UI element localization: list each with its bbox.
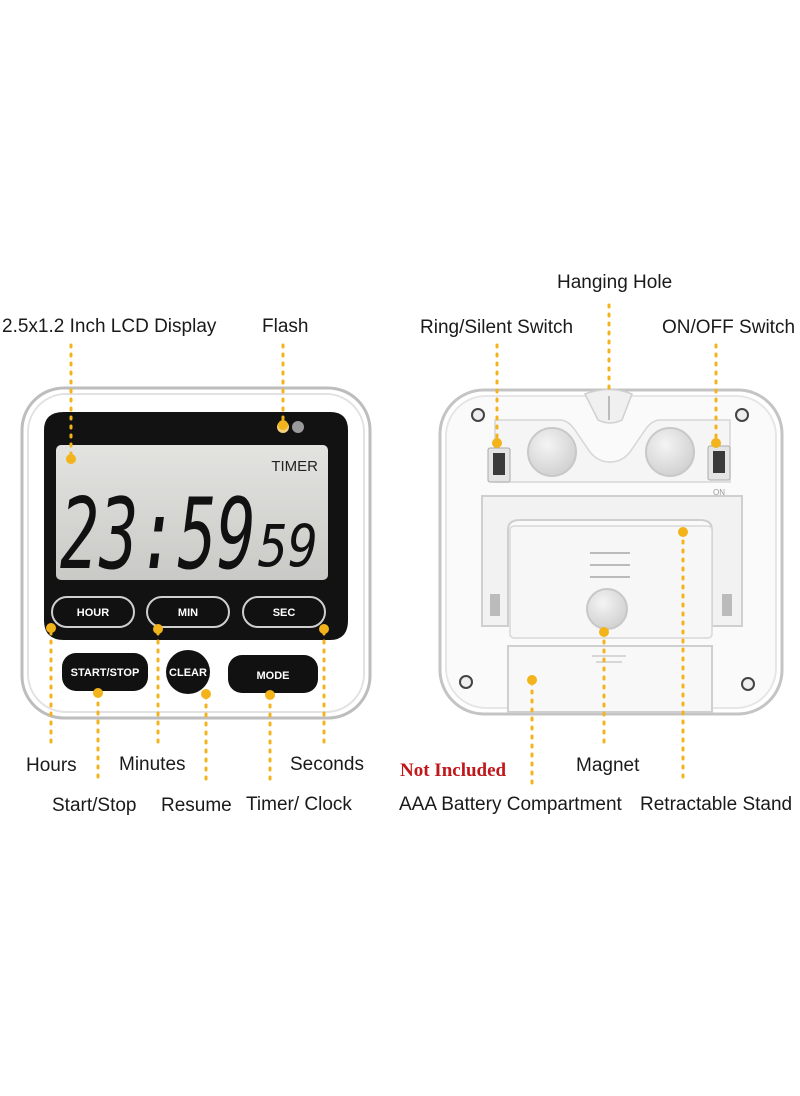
label-lcd-display: 2.5x1.2 Inch LCD Display	[2, 316, 217, 337]
svg-text:MODE: MODE	[257, 670, 290, 682]
svg-text:HOUR: HOUR	[77, 607, 109, 619]
lcd-seconds-digits: 59	[258, 512, 318, 580]
back-timer: ON	[438, 388, 784, 716]
label-minutes: Minutes	[119, 754, 186, 775]
knob	[645, 427, 695, 477]
knob	[527, 427, 577, 477]
label-hours: Hours	[26, 755, 77, 776]
callout-dots	[46, 420, 721, 700]
min-button[interactable]: MIN	[146, 596, 230, 628]
label-hanging-hole: Hanging Hole	[557, 272, 673, 293]
mode-button[interactable]: MODE	[228, 655, 318, 693]
label-flash: Flash	[262, 316, 309, 337]
start-stop-button[interactable]: START/STOP	[62, 653, 148, 691]
label-start-stop: Start/Stop	[52, 795, 137, 816]
label-battery-compartment: AAA Battery Compartment	[399, 794, 622, 815]
label-resume: Resume	[161, 795, 232, 816]
screw-icon	[735, 408, 749, 422]
lcd-display	[56, 445, 328, 580]
svg-text:MIN: MIN	[178, 607, 198, 619]
screw-icon	[471, 408, 485, 422]
label-seconds: Seconds	[290, 754, 364, 775]
svg-text:CLEAR: CLEAR	[169, 667, 207, 679]
sec-button[interactable]: SEC	[242, 596, 326, 628]
screw-icon	[459, 675, 473, 689]
callout-lines	[49, 303, 718, 786]
magnet	[586, 588, 628, 630]
label-magnet: Magnet	[576, 755, 640, 776]
label-retractable-stand: Retractable Stand	[640, 794, 793, 815]
label-ring-silent-switch: Ring/Silent Switch	[420, 317, 574, 338]
clear-button[interactable]: CLEAR	[166, 650, 210, 694]
label-on-off-switch: ON/OFF Switch	[662, 317, 796, 338]
label-timer-clock: Timer/ Clock	[246, 794, 352, 815]
screw-icon	[741, 677, 755, 691]
label-not-included: Not Included	[400, 760, 507, 781]
hour-button[interactable]: HOUR	[51, 596, 135, 628]
battery-compartment	[507, 645, 713, 713]
svg-text:SEC: SEC	[273, 607, 296, 619]
lcd-main-digits: 23:59	[60, 478, 256, 592]
svg-text:ON: ON	[713, 488, 725, 497]
svg-text:START/STOP: START/STOP	[71, 667, 140, 679]
lcd-mode-label: TIMER	[271, 458, 318, 475]
front-timer: TIMER 23:59 59 HOUR MIN SEC START/STOP C…	[20, 386, 372, 720]
